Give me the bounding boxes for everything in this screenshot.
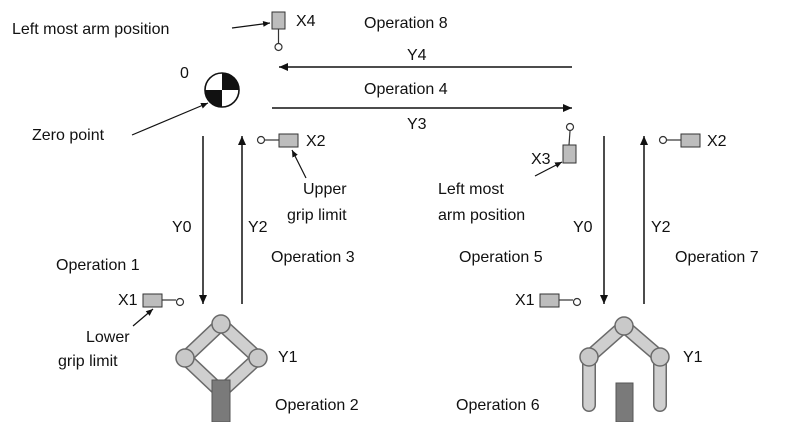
label-y1-left: Y1 — [278, 349, 298, 366]
label-lower-grip-limit-2: grip limit — [58, 353, 118, 370]
label-y1-right: Y1 — [683, 349, 703, 366]
label-x3: X3 — [531, 151, 551, 168]
label-y0-right: Y0 — [573, 219, 593, 236]
limit-switch-x3 — [562, 122, 577, 164]
limit-switch-x2-left — [256, 133, 299, 148]
gripper-right-open — [579, 316, 670, 422]
label-x2-left: X2 — [306, 133, 326, 150]
limit-switch-x2-right — [658, 133, 701, 148]
pointer-lower-grip-limit — [132, 308, 154, 327]
pointer-zero-point — [131, 102, 209, 136]
label-left-most-arm-position-2: arm position — [438, 207, 525, 224]
label-y3: Y3 — [407, 116, 427, 133]
label-zero-point: Zero point — [32, 127, 105, 144]
pointer-x3 — [534, 161, 563, 177]
limit-switch-x1-left — [142, 293, 185, 308]
label-lower-grip-limit-1: Lower — [86, 329, 130, 346]
label-operation-8: Operation 8 — [364, 15, 448, 32]
label-operation-4: Operation 4 — [364, 81, 448, 98]
label-x4: X4 — [296, 13, 316, 30]
label-left-most-arm-position-1: Left most — [438, 181, 504, 198]
label-left-most-arm-position-top: Left most arm position — [12, 21, 169, 38]
label-y2-left: Y2 — [248, 219, 268, 236]
label-y4: Y4 — [407, 47, 427, 64]
zero-point-icon — [204, 72, 240, 108]
label-x2-right: X2 — [707, 133, 727, 150]
label-x1-left: X1 — [118, 292, 138, 309]
label-upper-grip-limit-2: grip limit — [287, 207, 347, 224]
label-operation-7: Operation 7 — [675, 249, 759, 266]
label-y2-right: Y2 — [651, 219, 671, 236]
limit-switch-x1-right — [539, 293, 582, 308]
limit-switch-x4 — [271, 11, 286, 52]
label-operation-6: Operation 6 — [456, 397, 540, 414]
label-x1-right: X1 — [515, 292, 535, 309]
label-operation-3: Operation 3 — [271, 249, 355, 266]
label-operation-5: Operation 5 — [459, 249, 543, 266]
label-zero-marker: 0 — [180, 65, 189, 82]
gripper-left-closed — [175, 314, 268, 422]
label-y0-left: Y0 — [172, 219, 192, 236]
label-operation-1: Operation 1 — [56, 257, 140, 274]
label-upper-grip-limit-1: Upper — [303, 181, 347, 198]
pointer-upper-grip-limit — [291, 149, 307, 179]
label-operation-2: Operation 2 — [275, 397, 359, 414]
pointer-x4 — [231, 20, 271, 29]
